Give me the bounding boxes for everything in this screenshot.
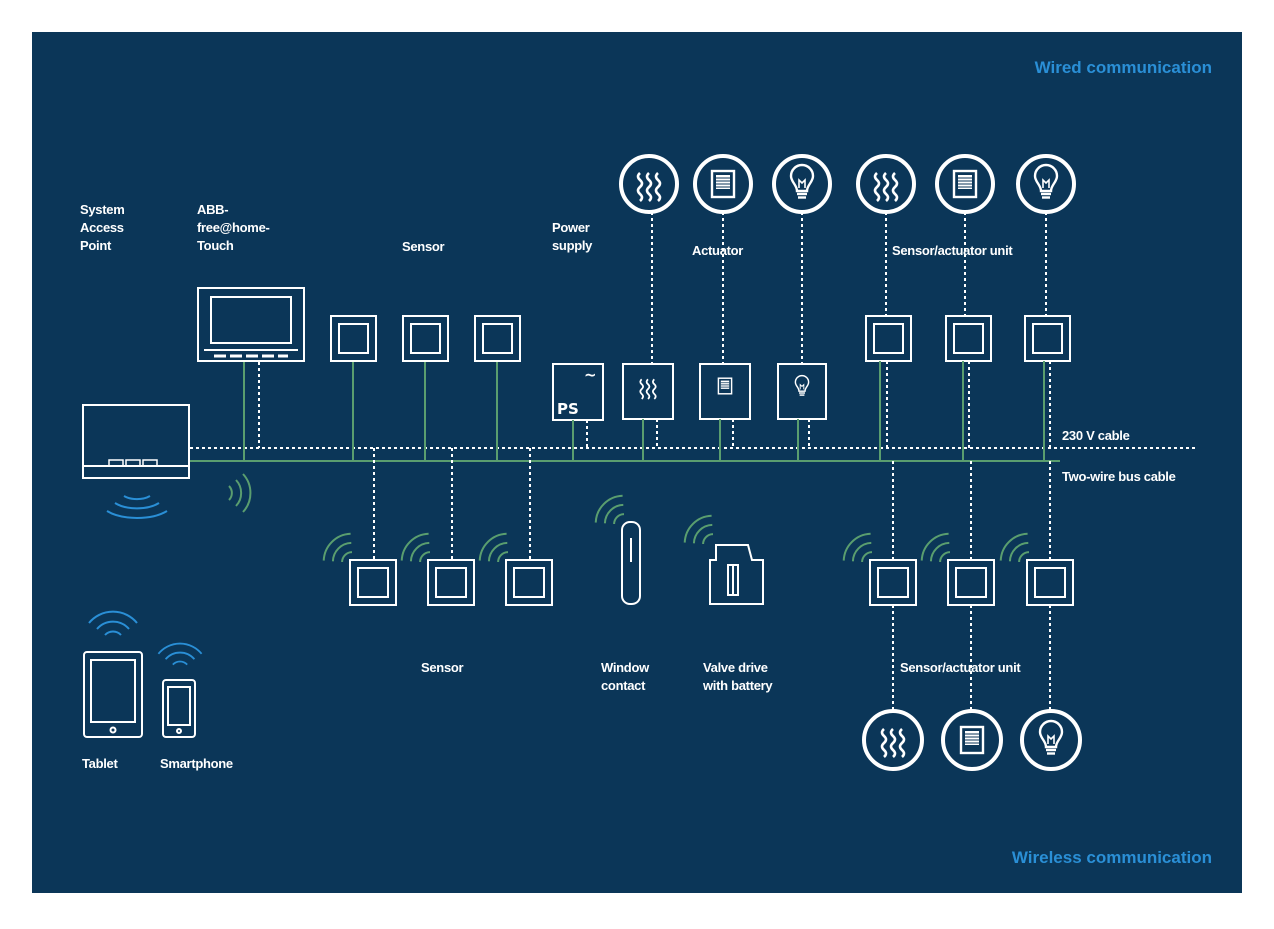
power-supply-device: ~ PS bbox=[552, 363, 604, 421]
wireless-sensor-1 bbox=[349, 559, 397, 606]
blind-load-icon bbox=[693, 154, 753, 214]
sa-unit-top-1 bbox=[865, 315, 912, 362]
wireless-sensor-3 bbox=[505, 559, 553, 606]
wired-communication-title: Wired communication bbox=[1035, 58, 1212, 77]
system-access-point-device bbox=[82, 404, 190, 479]
heating-load-icon bbox=[619, 154, 679, 214]
tablet-label: Tablet bbox=[82, 756, 118, 771]
smartphone-label: Smartphone bbox=[160, 756, 233, 771]
sa-bottom-light-load-icon bbox=[1020, 709, 1082, 771]
valve-drive-device bbox=[709, 544, 764, 605]
tablet-device bbox=[83, 651, 143, 738]
sa-unit-bottom-label: Sensor/actuator unit bbox=[900, 660, 1021, 675]
sensor-top-label: Sensor bbox=[402, 239, 445, 254]
abb-touch-panel bbox=[197, 287, 305, 362]
sensor-bottom-label: Sensor bbox=[421, 660, 464, 675]
window-contact-device bbox=[621, 521, 641, 605]
access-point-wifi-waves bbox=[106, 495, 168, 519]
valve-drive-label: Valve drive with battery bbox=[702, 660, 773, 693]
blind-actuator bbox=[699, 363, 751, 420]
light-load-icon bbox=[772, 154, 832, 214]
sa-bottom-heating-load-icon bbox=[862, 709, 924, 771]
wired-sensor-2 bbox=[402, 315, 449, 362]
power-supply-ps-text: PS bbox=[557, 400, 579, 418]
power-supply-label: Power supply bbox=[552, 220, 593, 253]
heating-actuator bbox=[622, 363, 674, 420]
window-contact-label: Window contact bbox=[601, 660, 652, 693]
sa-unit-top-3 bbox=[1024, 315, 1071, 362]
smartphone-device bbox=[162, 679, 196, 738]
wireless-communication-title: Wireless communication bbox=[1012, 848, 1212, 867]
wired-sensor-3 bbox=[474, 315, 521, 362]
wired-sensor-1 bbox=[330, 315, 377, 362]
power-supply-ac-symbol: ~ bbox=[584, 366, 597, 384]
actuator-label: Actuator bbox=[692, 243, 743, 258]
system-access-point-label: System Access Point bbox=[80, 202, 128, 253]
ac-cable-label: 230 V cable bbox=[1062, 428, 1130, 443]
sa-unit-top-label: Sensor/actuator unit bbox=[892, 243, 1013, 258]
touch-panel-label: ABB- free@home- Touch bbox=[197, 202, 273, 253]
bus-cable-label: Two-wire bus cable bbox=[1062, 469, 1176, 484]
wireless-sensor-2 bbox=[427, 559, 475, 606]
sa-bottom-blind-load-icon bbox=[941, 709, 1003, 771]
